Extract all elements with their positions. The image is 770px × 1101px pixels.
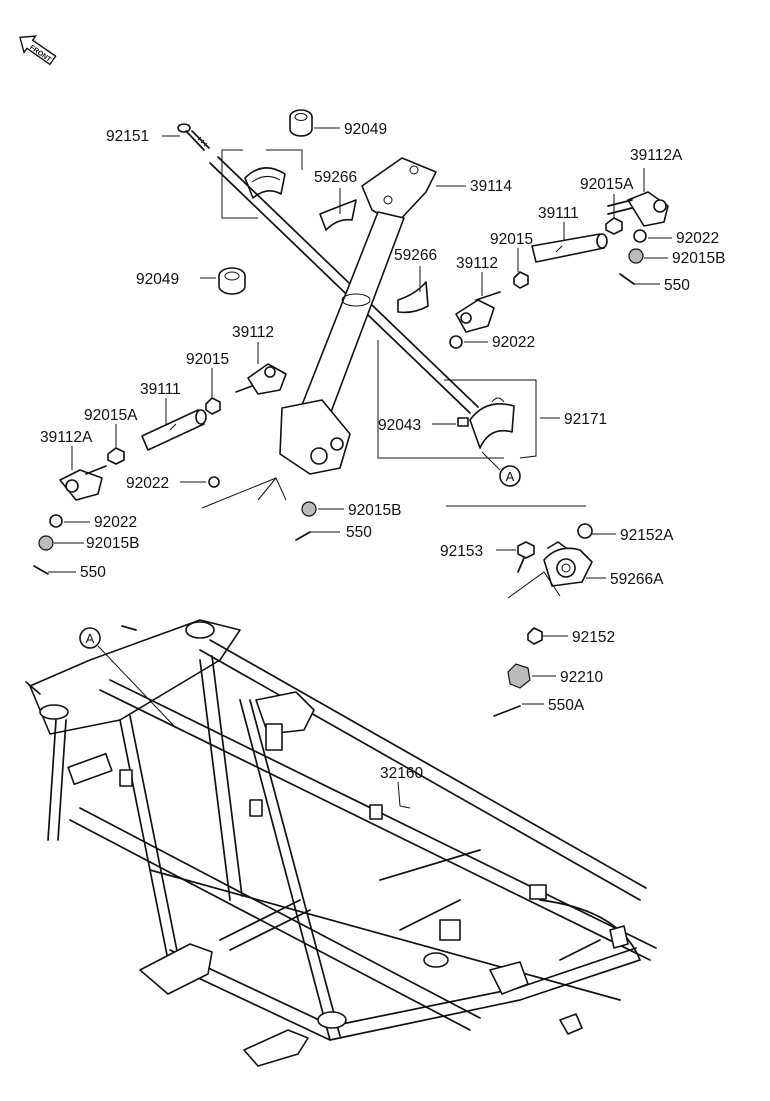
callout-a-upper-letter: A (506, 469, 515, 484)
label-92151: 92151 (106, 128, 149, 145)
nut-92015A-left (107, 447, 125, 465)
shell-59266-b (397, 281, 429, 314)
label-550-center: 550 (346, 524, 372, 541)
label-39111-right: 39111 (538, 205, 579, 222)
main-frame-32160 (25, 619, 657, 1067)
shell-59266-a (319, 199, 357, 231)
front-arrow-icon: FRONT (19, 35, 57, 66)
nut-92015B-left (38, 535, 54, 551)
rod-end-39112A-left (59, 465, 107, 501)
nut-92210 (507, 663, 531, 689)
steering-shaft-assembly (177, 109, 537, 475)
label-92171: 92171 (564, 411, 607, 428)
bolt-92151 (177, 123, 210, 151)
label-92015-left: 92015 (186, 351, 229, 368)
label-92015A-right: 92015A (580, 176, 634, 193)
callout-a-upper: A (481, 451, 521, 487)
label-550-left: 550 (80, 564, 106, 581)
bushing-92049-low (218, 267, 246, 295)
label-39112A-right: 39112A (630, 147, 683, 164)
label-92043: 92043 (378, 417, 421, 434)
callout-a-lower: A (79, 627, 177, 729)
washer-92022-left-1 (208, 476, 220, 488)
label-92152: 92152 (572, 629, 615, 646)
rod-end-39112-right (455, 291, 501, 333)
nut-92015A-right (605, 217, 623, 235)
tube-39111-right (531, 233, 608, 263)
callout-a-lower-letter: A (86, 631, 95, 646)
nut-92152 (527, 627, 543, 645)
lower-bearing-group (446, 505, 593, 717)
rod-end-39112A-right (607, 191, 669, 227)
label-92015B-center: 92015B (348, 502, 401, 519)
label-32160: 32160 (380, 765, 423, 782)
clamp-92171 (469, 403, 515, 449)
label-39114: 39114 (470, 178, 512, 195)
washer-92022-left-2 (49, 514, 63, 528)
label-92152A: 92152A (620, 527, 674, 544)
label-59266A: 59266A (610, 571, 664, 588)
leader-lines (48, 127, 672, 809)
bushing-92049-top (289, 109, 313, 137)
label-92015B-right: 92015B (672, 250, 725, 267)
label-39111-left: 39111 (140, 381, 181, 398)
label-92153: 92153 (440, 543, 483, 560)
nut-92015B-center (301, 501, 317, 517)
bolt-92153 (517, 541, 535, 573)
column-knuckle (279, 399, 351, 475)
tube-39111-left (141, 409, 207, 451)
label-92049-low: 92049 (136, 271, 179, 288)
nut-92015-left (205, 397, 221, 415)
label-92015A-left: 92015A (84, 407, 138, 424)
label-92022-right-2: 92022 (492, 334, 535, 351)
cotter-pin-550A (493, 705, 521, 717)
washer-92022-right-1 (633, 229, 647, 243)
label-39112-right: 39112 (456, 255, 498, 272)
label-92210: 92210 (560, 669, 603, 686)
label-59266-a: 59266 (314, 169, 357, 186)
bearing-59266A (543, 541, 593, 587)
washer-92152A (577, 523, 593, 539)
label-92022-left-1: 92022 (126, 475, 169, 492)
rod-end-39112-left (235, 363, 287, 395)
label-92049-top: 92049 (344, 121, 387, 138)
nut-92015-right (513, 271, 529, 289)
right-tierod-group (449, 191, 669, 349)
left-tierod-group (33, 363, 317, 575)
label-550A: 550A (548, 697, 585, 714)
cotter-pin-550-right (619, 273, 635, 285)
washer-92022-right-2 (449, 335, 463, 349)
cotter-pin-550-center (295, 531, 311, 541)
label-92022-left-2: 92022 (94, 514, 137, 531)
cotter-pin-550-left (33, 565, 49, 575)
steering-plate-39114 (361, 157, 437, 225)
label-92022-right-1: 92022 (676, 230, 719, 247)
pin-92043 (457, 417, 469, 427)
part-labels: 92151 92049 92049 59266 59266 39114 3911… (40, 121, 725, 782)
label-92015-right: 92015 (490, 231, 533, 248)
label-550-right: 550 (664, 277, 690, 294)
label-39112A-left: 39112A (40, 429, 93, 446)
label-92015B-left: 92015B (86, 535, 139, 552)
label-39112-left: 39112 (232, 324, 274, 341)
nut-92015B-right (628, 248, 644, 264)
steering-column (299, 211, 405, 421)
label-59266-b: 59266 (394, 247, 437, 264)
